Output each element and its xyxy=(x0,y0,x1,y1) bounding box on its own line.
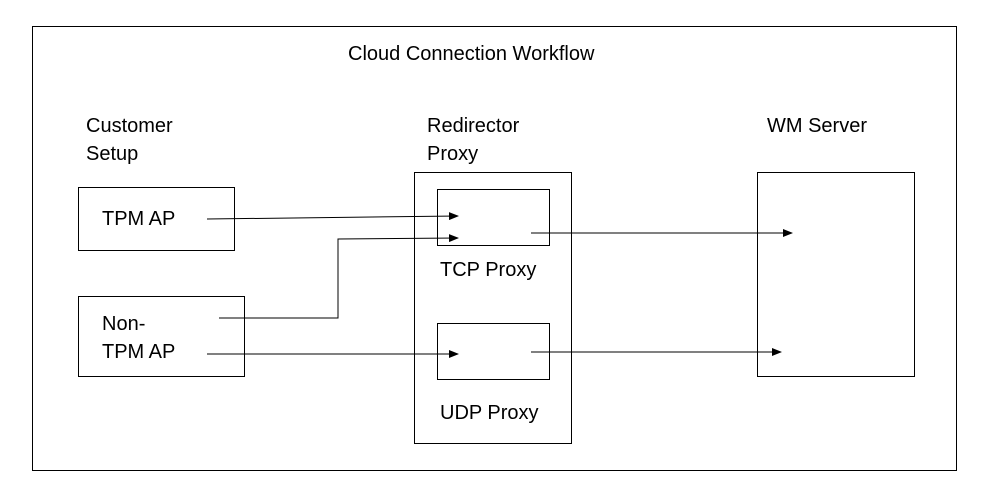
udp-proxy-label: UDP Proxy xyxy=(440,402,539,424)
workflow-frame xyxy=(32,26,957,471)
redirector-proxy-heading-line1: Redirector xyxy=(427,115,520,137)
non-tpm-ap-label-line2: TPM AP xyxy=(102,341,176,363)
tcp-proxy-box xyxy=(437,189,550,246)
arrow-tpm-to-tcp xyxy=(206,212,459,221)
redirector-proxy-box xyxy=(414,172,572,444)
wm-server-box xyxy=(757,172,915,377)
redirector-proxy-heading-line2: Proxy xyxy=(427,143,479,165)
non-tpm-ap-box xyxy=(78,296,245,377)
diagram-title: Cloud Connection Workflow xyxy=(348,43,595,65)
customer-setup-heading-line2: Setup xyxy=(86,143,139,165)
tcp-proxy-label: TCP Proxy xyxy=(440,259,537,281)
wm-server-heading: WM Server xyxy=(767,115,867,137)
tpm-ap-label: TPM AP xyxy=(102,208,176,230)
non-tpm-ap-label-line1: Non- xyxy=(102,313,146,335)
customer-setup-heading-line1: Customer xyxy=(86,115,173,137)
arrow-nontpm-to-tcp xyxy=(219,234,459,319)
